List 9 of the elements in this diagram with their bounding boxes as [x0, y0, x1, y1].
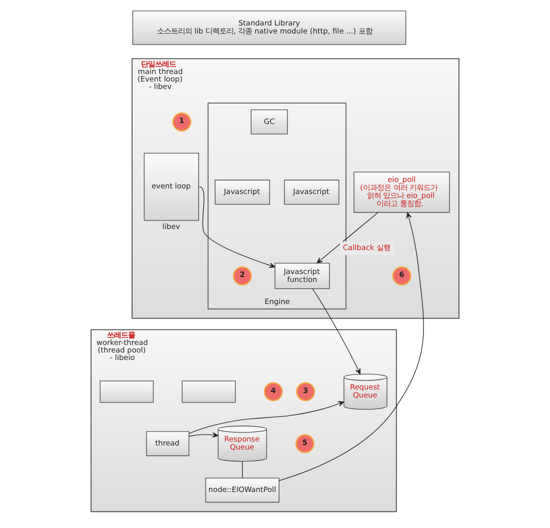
connector [242, 461, 243, 478]
arrow [316, 212, 379, 264]
arrow [278, 212, 424, 481]
node-box [182, 380, 236, 403]
arrow [199, 186, 276, 268]
arrow [188, 432, 218, 438]
arrow [312, 288, 360, 374]
node-box [100, 380, 154, 403]
arrow [188, 401, 344, 434]
